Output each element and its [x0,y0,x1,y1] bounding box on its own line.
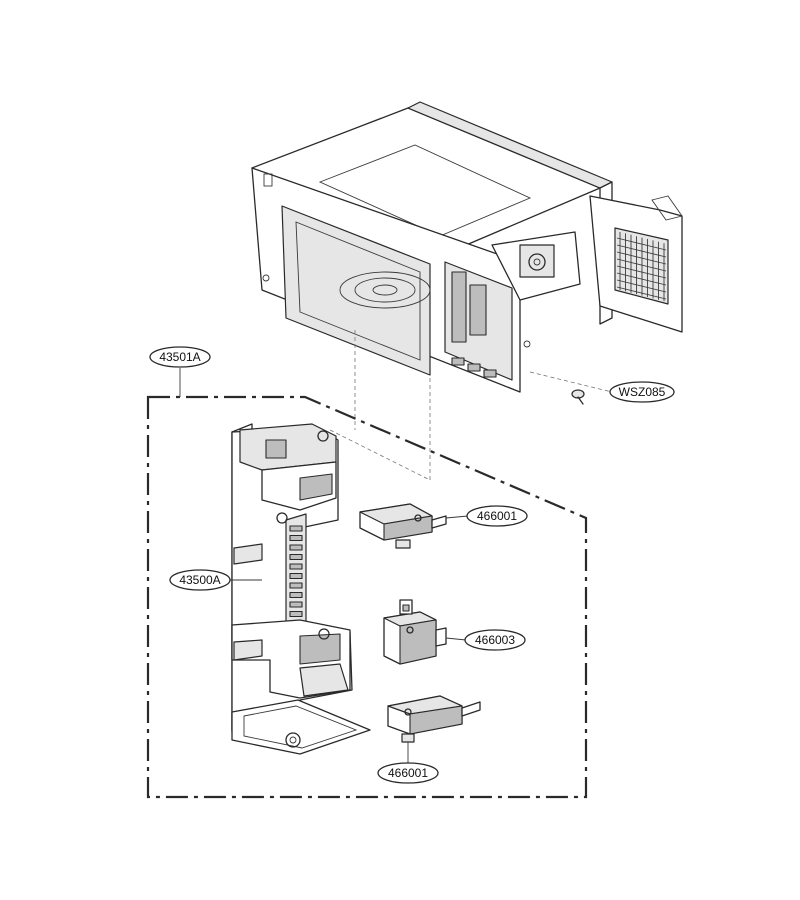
label-assembly: 43501A [159,350,200,364]
assembly-boundary [146,368,588,799]
callout-switch-bottom: 466001 [377,742,439,784]
screw-part [529,371,613,405]
callout-switch-top: 466001 [445,505,528,527]
label-switch-middle: 466003 [475,633,515,647]
switch-top [359,503,447,549]
switch-middle [383,599,447,665]
label-switch-top: 466001 [477,509,517,523]
callout-latch-frame: 43500A [169,569,262,591]
vent-bracket [589,195,683,333]
callout-switch-middle: 466003 [445,629,526,651]
label-screw: WSZ085 [619,385,666,399]
latch-frame [231,423,371,755]
switch-bottom [387,695,481,743]
callout-assembly: 43501A [149,346,211,368]
label-switch-bottom: 466001 [388,766,428,780]
label-latch-frame: 43500A [179,573,220,587]
callout-screw: WSZ085 [609,381,675,403]
oven-cavity-assembly [251,101,683,393]
side-motor-bracket [491,231,581,301]
turntable [339,271,431,309]
